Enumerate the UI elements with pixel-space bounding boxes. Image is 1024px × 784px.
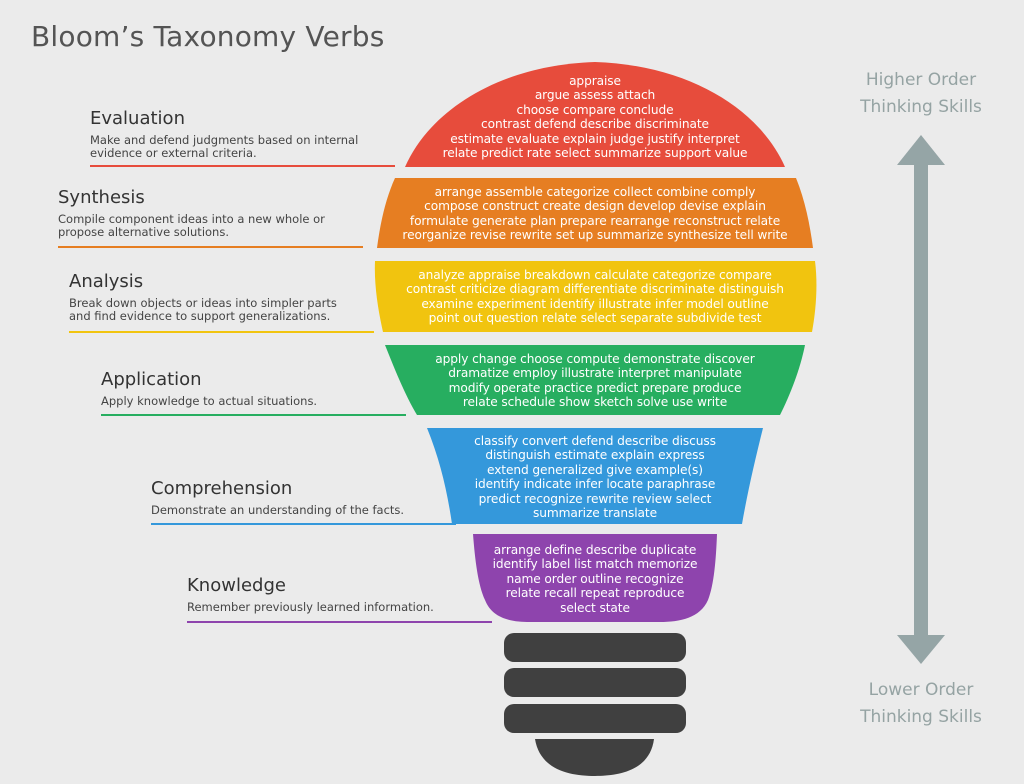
verbs-synthesis: arrange assemble categorize collect comb… xyxy=(402,185,788,243)
verbs-analysis: analyze appraise breakdown calculate cat… xyxy=(406,268,784,326)
bulb-base-ring-3 xyxy=(504,704,686,733)
level-name: Comprehension xyxy=(151,478,293,499)
bulb-base-tip xyxy=(535,739,654,776)
level-underline xyxy=(90,165,395,167)
level-application: Application Apply knowledge to actual si… xyxy=(101,369,406,417)
bulb-base-ring-1 xyxy=(504,633,686,662)
level-description: Demonstrate an understanding of the fact… xyxy=(151,503,405,517)
band-knowledge xyxy=(473,534,717,622)
level-name: Application xyxy=(101,369,202,390)
thinking-skills-arrow-icon xyxy=(897,135,945,664)
page-title: Bloom’s Taxonomy Verbs xyxy=(31,20,385,53)
level-underline xyxy=(58,246,363,248)
level-name: Synthesis xyxy=(58,187,145,208)
level-name: Evaluation xyxy=(90,108,185,129)
band-analysis xyxy=(374,261,817,332)
level-evaluation: Evaluation Make and defend judgments bas… xyxy=(90,108,395,167)
level-description: Apply knowledge to actual situations. xyxy=(101,394,318,408)
verbs-comprehension: classify convert defend describe discuss… xyxy=(474,434,716,521)
band-evaluation xyxy=(405,62,785,167)
bulb-base-ring-2 xyxy=(504,668,686,697)
level-description: Make and defend judgments based on inter… xyxy=(90,133,359,160)
level-underline xyxy=(187,621,492,623)
band-synthesis xyxy=(377,178,813,248)
band-application xyxy=(385,345,805,415)
level-name: Analysis xyxy=(69,271,144,292)
level-synthesis: Synthesis Compile component ideas into a… xyxy=(58,187,363,248)
level-name: Knowledge xyxy=(187,575,286,596)
level-description: Break down objects or ideas into simpler… xyxy=(69,296,337,323)
band-comprehension xyxy=(427,428,763,524)
level-description: Remember previously learned information. xyxy=(187,600,434,614)
level-comprehension: Comprehension Demonstrate an understandi… xyxy=(151,478,456,526)
level-underline xyxy=(101,414,406,416)
level-underline xyxy=(69,331,374,333)
level-underline xyxy=(151,523,456,525)
level-analysis: Analysis Break down objects or ideas int… xyxy=(69,271,374,333)
verbs-application: apply change choose compute demonstrate … xyxy=(435,352,755,410)
level-description: Compile component ideas into a new whole… xyxy=(58,212,325,239)
level-knowledge: Knowledge Remember previously learned in… xyxy=(187,575,492,623)
